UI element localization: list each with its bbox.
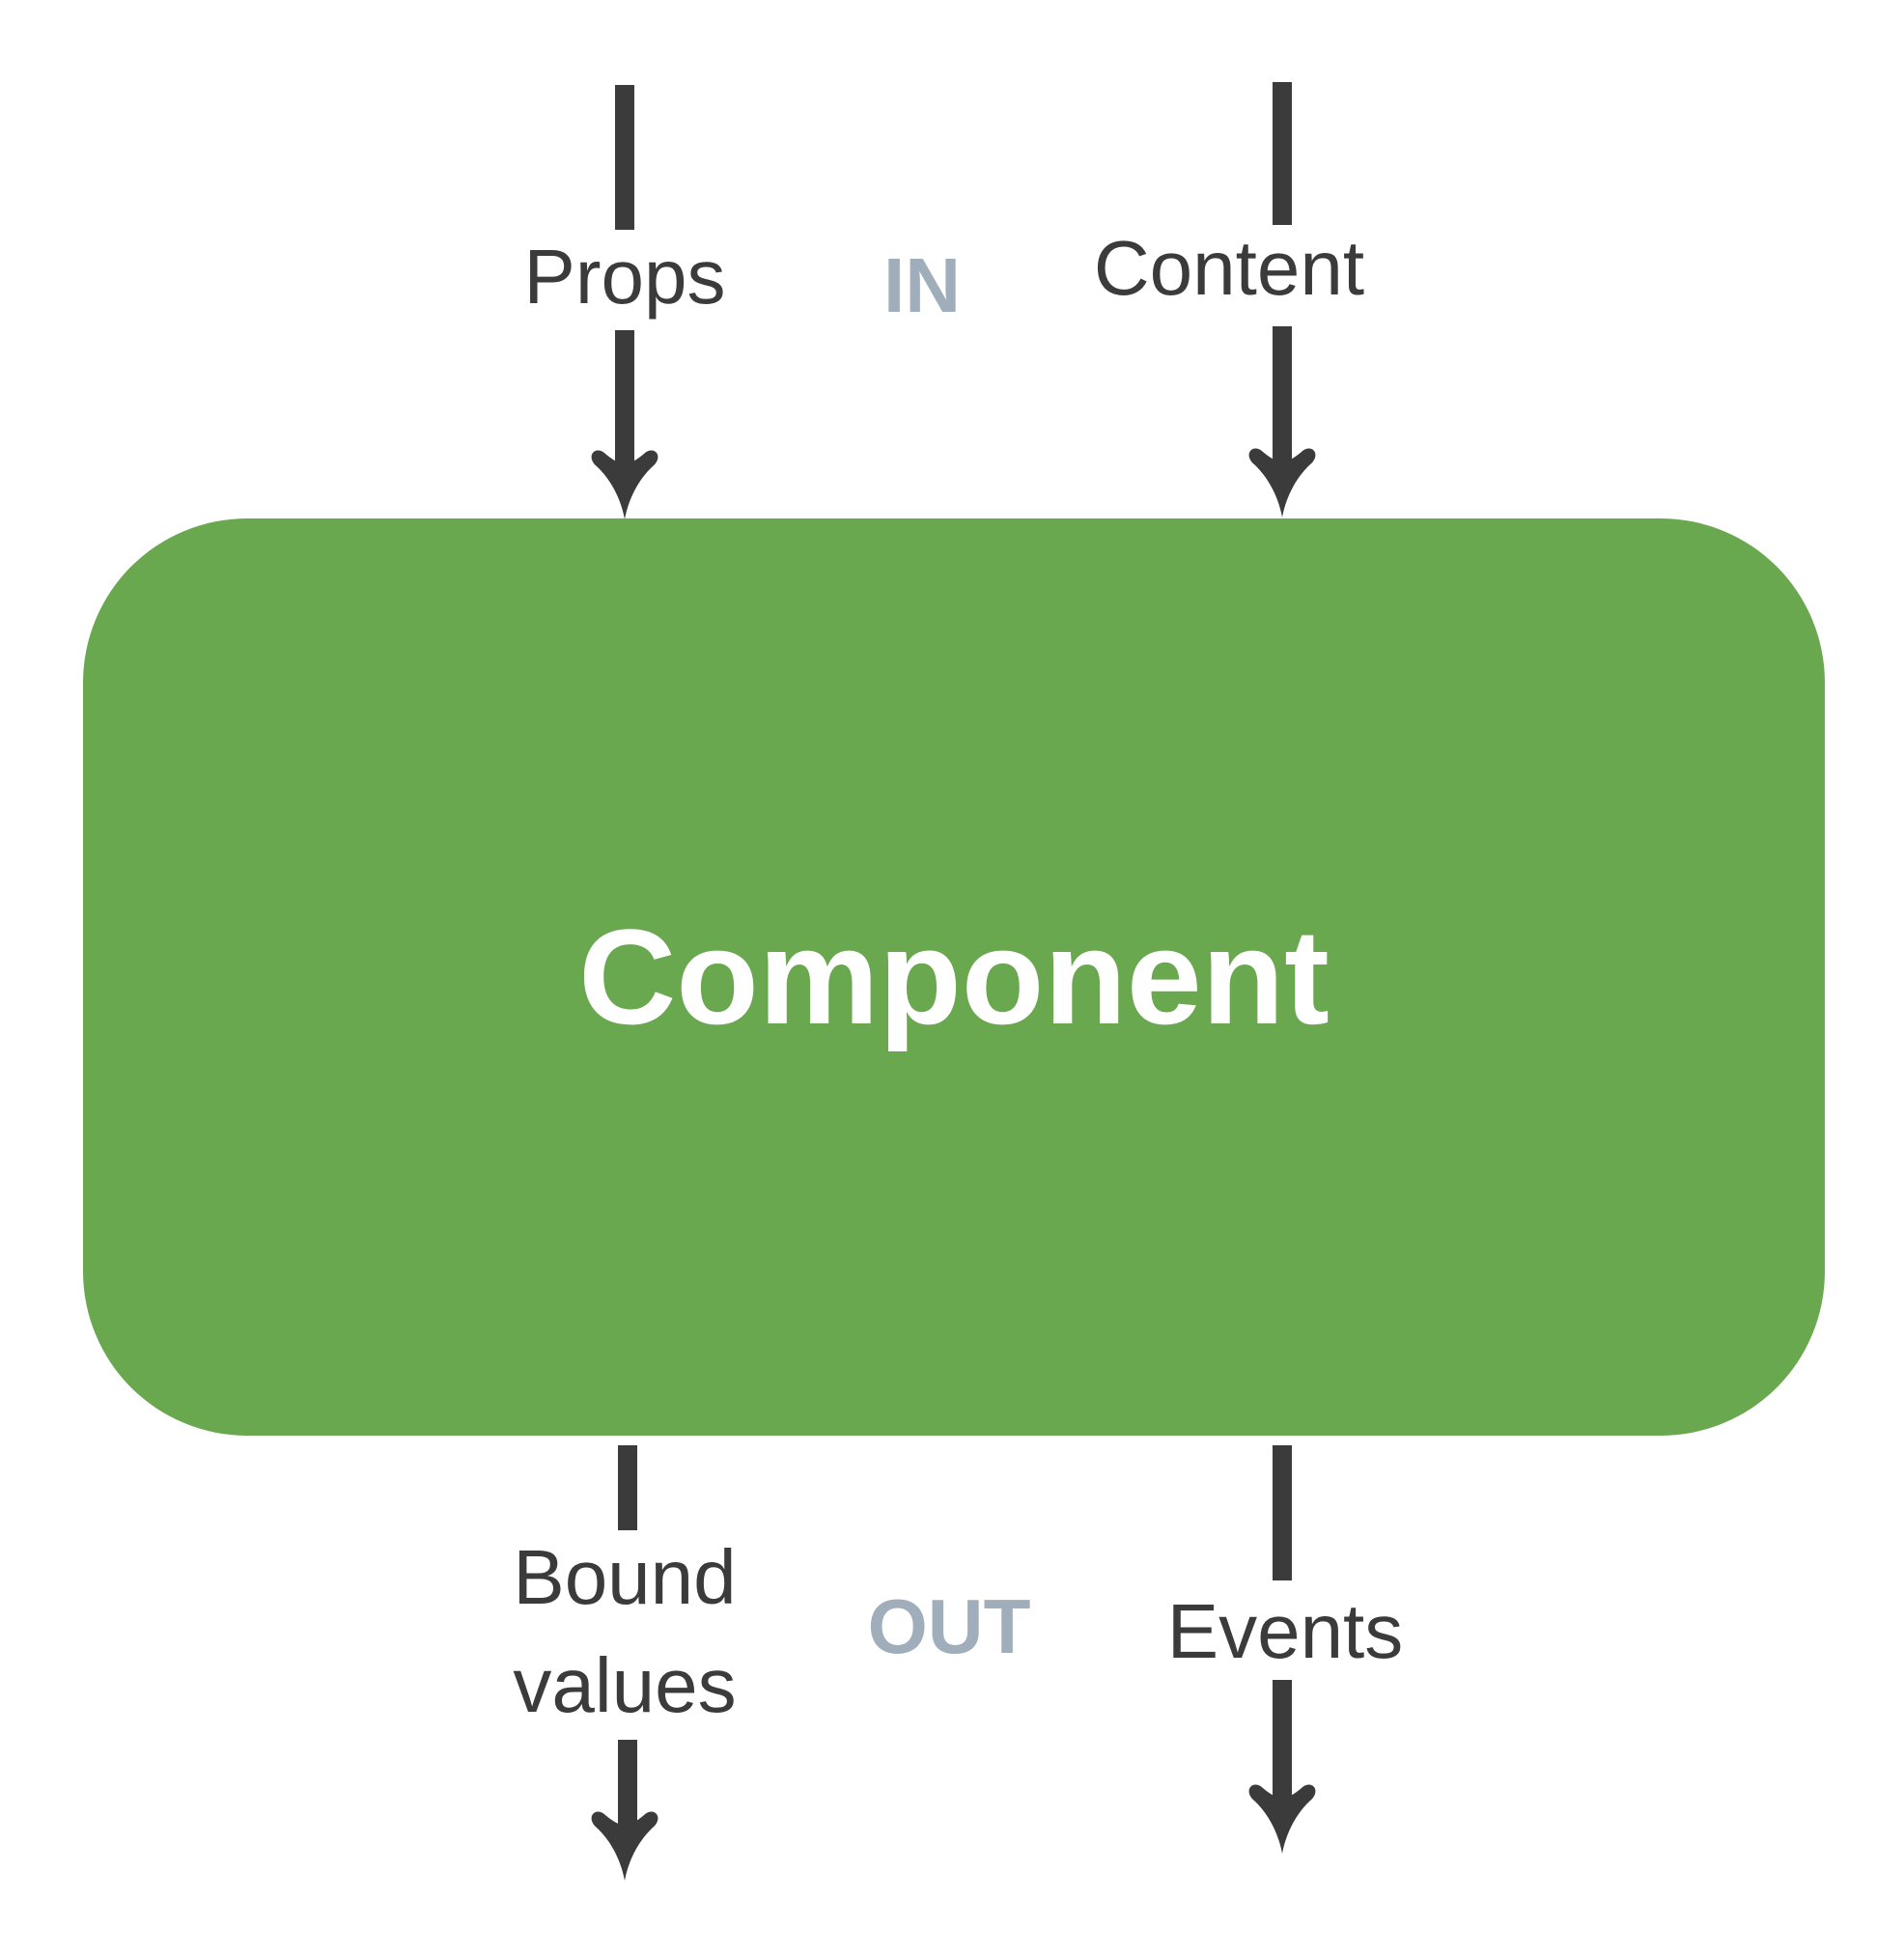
props-arrowhead-icon [587,448,662,519]
out-label: OUT [867,1583,1031,1669]
component-box: Component [83,518,1825,1436]
events-arrow-line-top [1273,1445,1292,1580]
bound-values-arrow-line-top [618,1445,637,1530]
events-arrow-line-bottom [1273,1680,1292,1803]
bound-values-arrowhead-icon [587,1809,662,1881]
in-label: IN [883,242,961,328]
props-arrow-line-bottom [615,330,634,469]
content-arrow-line-top [1273,82,1292,225]
bound-values-arrow-line-bottom [618,1740,637,1831]
events-label: Events [1166,1588,1404,1674]
content-arrowhead-icon [1245,446,1320,517]
content-arrow-line-bottom [1273,326,1292,467]
props-arrow-line-top [615,85,634,230]
bound-values-label: Bound values [513,1534,737,1728]
props-label: Props [523,234,726,320]
events-arrowhead-icon [1245,1782,1320,1854]
content-label: Content [1093,225,1365,311]
component-title: Component [578,901,1330,1052]
